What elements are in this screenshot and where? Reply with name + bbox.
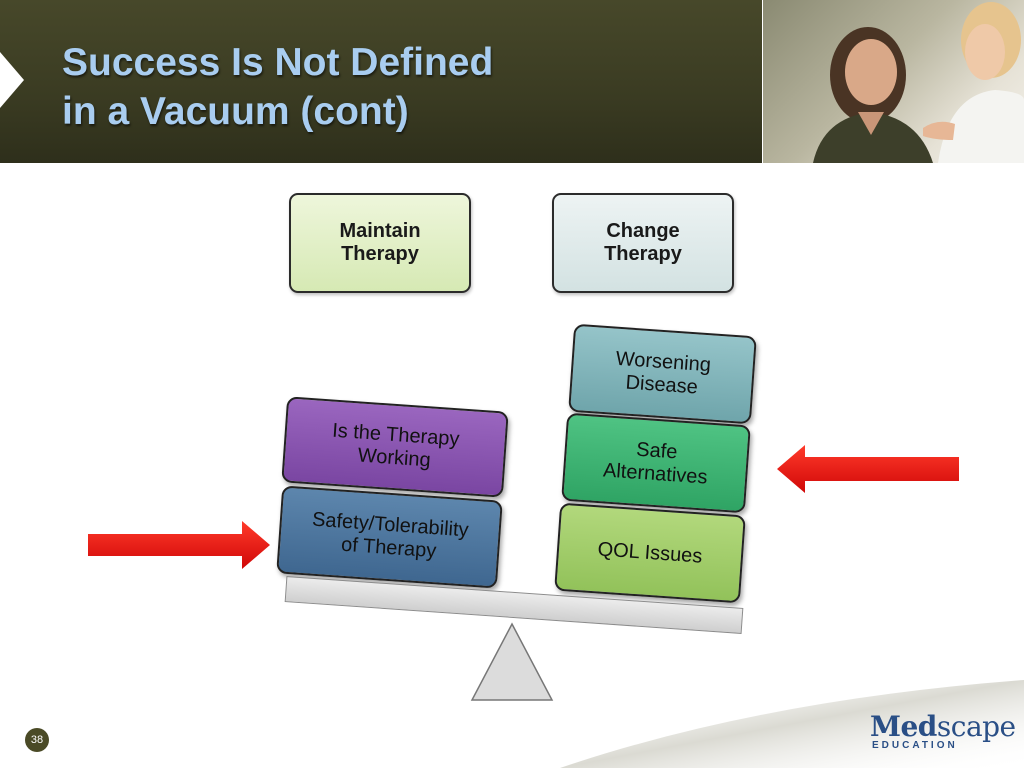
change-therapy-text: Change Therapy [604, 220, 682, 265]
logo-med: Med [870, 710, 937, 743]
medscape-logo: Medscape EDUCATION [870, 710, 1016, 752]
photo-illustration [813, 2, 1024, 163]
safety-tolerability-text: Safety/Tolerability of Therapy [311, 508, 470, 563]
maintain-therapy-text: Maintain Therapy [339, 220, 421, 265]
logo-subtitle: EDUCATION [872, 740, 958, 751]
header-photo [763, 0, 1024, 163]
fulcrum-triangle [470, 622, 554, 701]
arrow-left-icon [777, 445, 959, 493]
title-line-2: in a Vacuum (cont) [62, 90, 409, 133]
worsening-disease-text: Worsening Disease [615, 347, 712, 399]
page-number-badge: 38 [25, 728, 49, 752]
page-number: 38 [30, 734, 44, 746]
therapy-working-text: Is the Therapy Working [331, 419, 461, 472]
maintain-therapy-label: Maintain Therapy [289, 193, 471, 293]
title-banner: Success Is Not Defined in a Vacuum (cont… [0, 0, 762, 163]
safe-alternatives-block: Safe Alternatives [561, 412, 751, 514]
banner-notch [0, 52, 24, 108]
safe-alternatives-text: Safe Alternatives [602, 438, 709, 489]
change-therapy-label: Change Therapy [552, 193, 734, 293]
arrow-right-icon [88, 521, 270, 569]
qol-issues-text: QOL Issues [596, 537, 704, 568]
safety-tolerability-block: Safety/Tolerability of Therapy [276, 485, 503, 589]
floor-shadow [560, 680, 1024, 768]
worsening-disease-block: Worsening Disease [568, 323, 757, 425]
slide-title: Success Is Not Defined in a Vacuum (cont… [62, 38, 493, 136]
logo-scape: scape [936, 710, 1016, 743]
qol-issues-block: QOL Issues [554, 502, 746, 604]
logo-wordmark: Medscape [870, 710, 1016, 743]
title-line-1: Success Is Not Defined [62, 41, 494, 84]
therapy-working-block: Is the Therapy Working [281, 396, 509, 498]
